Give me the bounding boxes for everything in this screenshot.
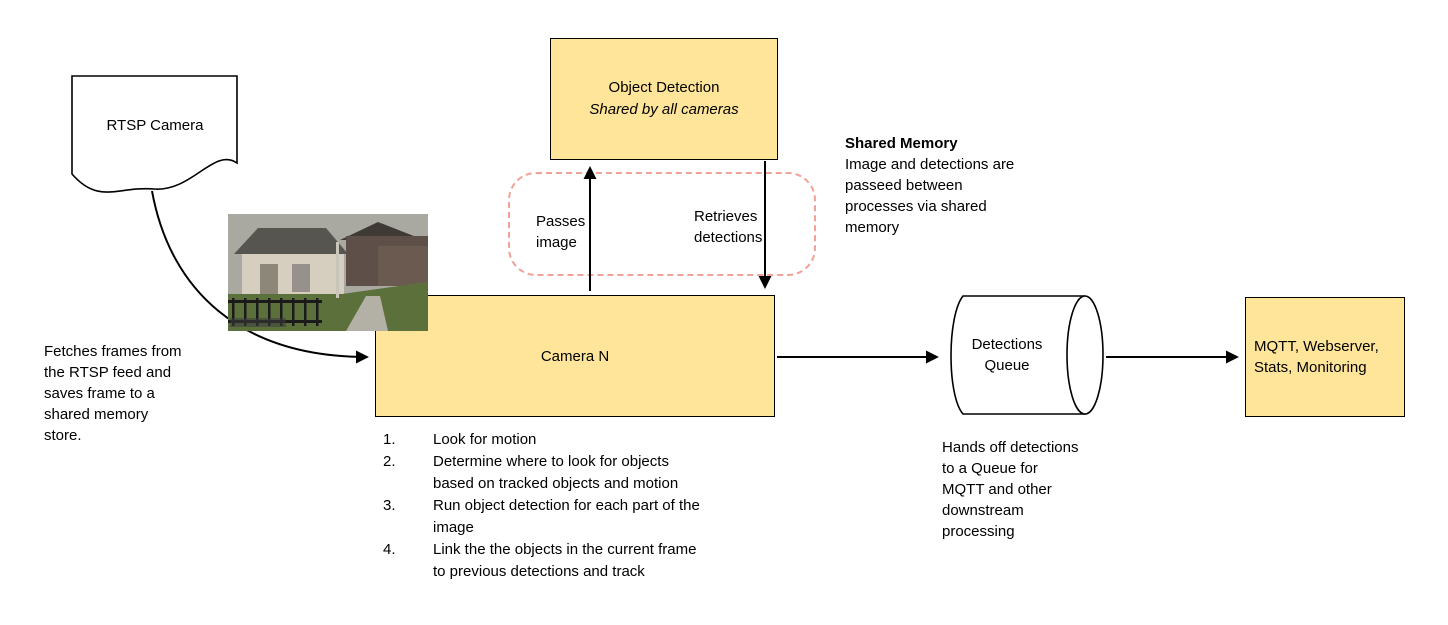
queue-handoff-note: Hands off detections to a Queue for MQTT… [942,439,1079,540]
camera-steps-list: 1. Look for motion 2. Determine where to… [383,429,783,583]
object-detection-title: Object Detection [608,79,720,96]
step-number: 2. [383,453,396,470]
camera-n-label: Camera N [540,347,610,365]
shared-memory-dashed-region [508,172,816,276]
step-number: 4. [383,541,396,558]
shared-memory-note: Shared Memory Image and detections are p… [845,133,1055,238]
step-text: Link the the objects in the current fram… [433,541,697,580]
step-number: 3. [383,497,396,514]
camera-n-box: Camera N [375,295,775,417]
step-text: Run object detection for each part of th… [433,497,700,536]
step-text: Determine where to look for objects base… [433,453,679,492]
object-detection-box: Object Detection Shared by all cameras [550,38,778,160]
mqtt-label: MQTT, Webserver, Stats, Monitoring [1254,338,1379,376]
shared-memory-body: Image and detections are passeed between… [845,156,1015,236]
passes-image-label: Passes image [536,213,586,251]
rtsp-camera-shape [71,75,238,193]
fetch-frames-note: Fetches frames from the RTSP feed and sa… [44,343,182,444]
detections-queue-cylinder-cap [1066,295,1104,415]
shared-memory-title: Shared Memory [845,135,958,152]
list-item: 1. Look for motion [383,429,783,451]
list-item: 2. Determine where to look for objects b… [383,451,783,495]
list-item: 3. Run object detection for each part of… [383,495,783,539]
list-item: 4. Link the the objects in the current f… [383,539,783,583]
step-number: 1. [383,431,396,448]
rtsp-camera-label: RTSP Camera [106,117,204,134]
retrieves-detections-label: Retrieves detections [694,208,763,246]
object-detection-subtitle: Shared by all cameras [589,101,739,118]
step-text: Look for motion [433,431,537,448]
detections-queue-label: Detections Queue [971,336,1043,374]
camera-feed-image [228,214,428,331]
mqtt-box: MQTT, Webserver, Stats, Monitoring [1245,297,1405,417]
